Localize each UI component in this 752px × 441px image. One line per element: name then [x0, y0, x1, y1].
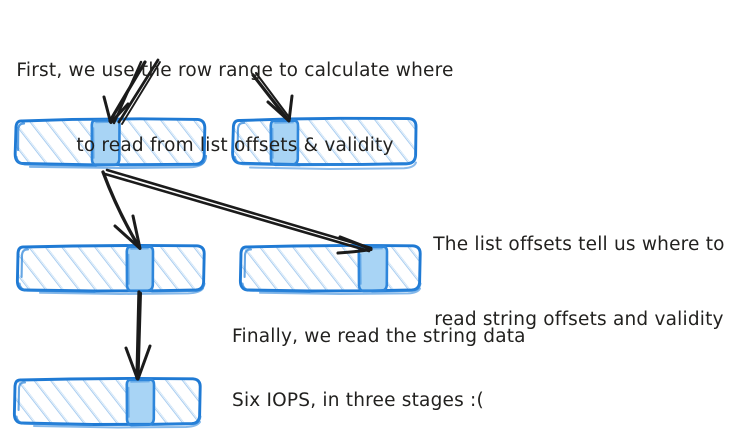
arrow-list-offsets-to-string-offsets — [101, 170, 142, 250]
caption-row-range-line1: First, we use the row range to calculate… — [16, 60, 454, 81]
buffer-string-offsets[interactable] — [15, 243, 206, 296]
buffer-string-validity[interactable] — [238, 243, 422, 296]
arrow-to-list-offsets — [102, 60, 147, 125]
caption-iops: Six IOPS, in three stages :( — [232, 390, 484, 411]
buffer-list-offsets[interactable] — [13, 117, 208, 170]
caption-list-offsets-line1: The list offsets tell us where to — [433, 234, 725, 255]
caption-finally: Finally, we read the string data — [232, 326, 526, 347]
arrow-to-list-offsets-2 — [117, 58, 161, 125]
buffer-string-data[interactable] — [12, 376, 202, 429]
arrow-string-offsets-to-string-data — [124, 290, 152, 381]
caption-list-offsets-line2: read string offsets and validity — [434, 309, 724, 330]
caption-row-range-line2: to read from list offsets & validity — [76, 135, 394, 156]
arrow-list-offsets-to-string-validity — [103, 168, 373, 255]
caption-list-offsets: The list offsets tell us where to read s… — [406, 182, 752, 357]
buffer-list-validity[interactable] — [231, 116, 418, 171]
arrow-to-list-validity — [251, 71, 294, 123]
caption-row-range: First, we use the row range to calculate… — [0, 8, 470, 183]
